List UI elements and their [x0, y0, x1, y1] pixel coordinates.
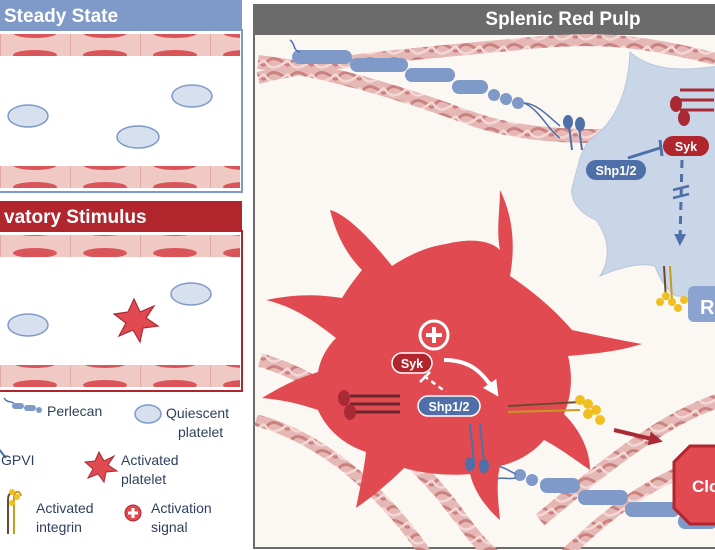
- quiescent-platelet: [7, 104, 49, 128]
- vessel-wall-top: [0, 235, 240, 257]
- shp-label-quiescent: Shp1/2: [596, 164, 637, 178]
- vessel-wall-top: [0, 34, 240, 56]
- collagen-fiber: [254, 414, 431, 550]
- quiescent-platelet: [116, 125, 160, 149]
- collagen-fiber: [535, 394, 715, 526]
- receptor-fragment-box: [688, 286, 715, 322]
- integrin-receptor: [338, 390, 400, 420]
- activated-platelet-large: [262, 190, 642, 520]
- vessel-wall-bottom: [0, 365, 240, 387]
- quiescent-platelet: [171, 84, 213, 108]
- clot-arrow: [613, 428, 663, 446]
- stimulus-panel: vatory Stimulus: [0, 201, 243, 392]
- steady-state-title: Steady State: [4, 6, 118, 27]
- legend-gpvi-label: GPVI: [1, 452, 34, 468]
- gpvi-icon: [0, 448, 7, 459]
- legend-integrin-label-1: Activated: [36, 500, 94, 516]
- clot-fragment-label: Clo: [692, 477, 715, 496]
- gpvi-receptor: [465, 423, 489, 473]
- legend-signal-label-2: signal: [151, 519, 188, 535]
- legend-integrin-label-2: integrin: [36, 519, 82, 535]
- stimulus-title: vatory Stimulus: [4, 207, 147, 228]
- vessel-wall-bottom: [0, 166, 240, 188]
- perlecan-icon: [3, 397, 42, 413]
- quiescent-platelet-icon: [134, 404, 162, 424]
- legend: Perlecan Quiescent platelet GPVI Activat…: [0, 397, 229, 535]
- activation-arrow: [443, 358, 499, 397]
- steady-state-panel: Steady State: [0, 0, 243, 193]
- shp-pill-quiescent: [586, 160, 646, 180]
- legend-activated-platelet-label-1: Activated: [121, 452, 179, 468]
- legend-signal-label-1: Activation: [151, 500, 212, 516]
- stimulus-header: [0, 201, 242, 231]
- stop-sign: [672, 444, 715, 526]
- perlecan-chain: [289, 39, 561, 139]
- shp-pill-activated: [417, 395, 481, 417]
- weak-inhibition-line: [423, 374, 447, 394]
- legend-quiescent-label-1: Quiescent: [166, 405, 229, 421]
- red-pulp-title: Splenic Red Pulp: [485, 9, 640, 30]
- legend-perlecan-label: Perlecan: [47, 403, 102, 419]
- steady-state-header: [0, 0, 242, 30]
- activated-integrin-icon: [7, 489, 22, 534]
- syk-label-activated: Syk: [401, 357, 423, 371]
- gpvi-receptor: [563, 115, 585, 151]
- integrin-receptor: [670, 88, 714, 126]
- activation-signal-icon: [124, 504, 142, 522]
- activation-signal-icon: [418, 319, 450, 351]
- syk-pill-activated: [391, 352, 433, 374]
- syk-label-quiescent: Syk: [675, 140, 697, 154]
- quiescent-platelet: [7, 313, 49, 337]
- legend-activated-platelet-label-2: platelet: [121, 471, 166, 487]
- inactive-integrin: [656, 265, 688, 312]
- red-pulp-panel: Splenic Red Pulp: [253, 4, 715, 550]
- activated-platelet: [112, 297, 160, 344]
- syk-pill-quiescent: [663, 136, 709, 156]
- quiescent-platelet: [170, 282, 212, 306]
- activated-integrin: [507, 395, 605, 425]
- activated-platelet-icon: [83, 450, 119, 484]
- r-fragment-label: R: [700, 297, 715, 319]
- inhibition-line: [627, 146, 661, 160]
- legend-quiescent-label-2: platelet: [178, 424, 223, 440]
- red-pulp-header: [253, 4, 715, 34]
- shp-label-activated: Shp1/2: [429, 400, 470, 414]
